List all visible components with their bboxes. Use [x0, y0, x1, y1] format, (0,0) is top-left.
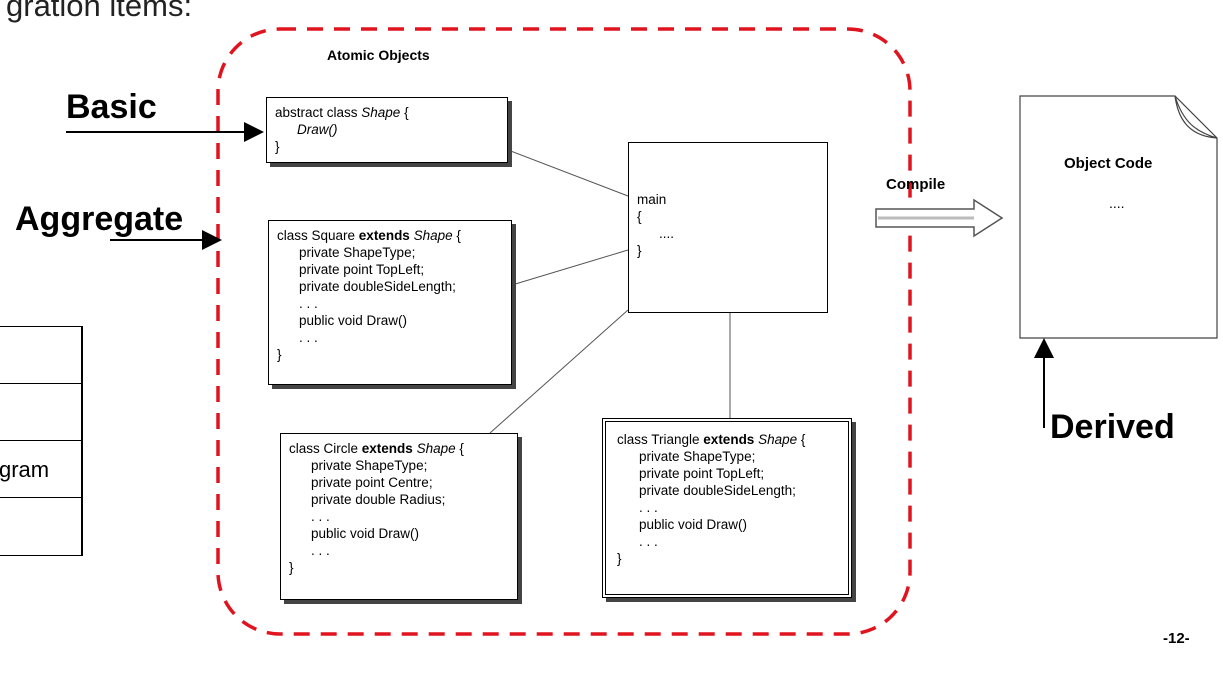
code-line: . . . — [639, 500, 658, 515]
code-line: class Triangle extends Shape { — [617, 432, 806, 447]
slide-title: gration items: — [6, 0, 193, 23]
code-line: } — [275, 139, 280, 154]
table-row — [0, 327, 81, 384]
triangle-class-box: class Triangle extends Shape { private S… — [602, 418, 852, 598]
derived-label: Derived — [1050, 408, 1175, 446]
code-line: . . . — [311, 543, 330, 558]
aggregate-label: Aggregate — [15, 200, 184, 238]
code-line: . . . — [311, 509, 330, 524]
code-line: { — [637, 209, 642, 224]
code-line: private point TopLeft; — [639, 466, 765, 481]
code-line: } — [617, 551, 622, 566]
shape-main-link — [507, 149, 629, 197]
code-line: public void Draw() — [311, 526, 420, 541]
code-line: main — [637, 192, 667, 207]
atomic-group-border — [216, 27, 912, 636]
object-code-content: .... — [1109, 195, 1125, 211]
code-line: private doubleSideLength; — [639, 483, 796, 498]
code-line: class Circle extends Shape { — [289, 441, 464, 456]
code-line: public void Draw() — [639, 517, 748, 532]
code-line: private ShapeType; — [639, 449, 756, 464]
partial-table: gram — [0, 326, 83, 556]
code-line: private ShapeType; — [299, 245, 416, 260]
code-line: . . . — [299, 296, 318, 311]
code-line: abstract class Shape { — [275, 105, 409, 120]
circle-main-link — [489, 309, 629, 434]
code-line: private ShapeType; — [311, 458, 428, 473]
compile-label: Compile — [886, 176, 946, 193]
code-line: } — [289, 560, 294, 575]
basic-label: Basic — [66, 88, 157, 126]
code-line: } — [637, 243, 642, 258]
table-row — [0, 384, 81, 441]
code-line: Draw() — [297, 122, 338, 137]
object-code-title: Object Code — [1064, 155, 1153, 172]
atomic-group-title: Atomic Objects — [327, 47, 430, 63]
object-code-document — [1019, 95, 1218, 339]
code-line: private point TopLeft; — [299, 262, 425, 277]
main-box: main { .... } — [628, 142, 828, 313]
table-row: gram — [0, 441, 81, 498]
code-line: class Square extends Shape { — [277, 228, 461, 243]
code-line: private point Centre; — [311, 475, 433, 490]
code-line: public void Draw() — [299, 313, 408, 328]
code-line: private double Radius; — [311, 492, 446, 507]
code-line: . . . — [299, 330, 318, 345]
square-class-box: class Square extends Shape { private Sha… — [268, 220, 512, 385]
page-number: -12- — [1163, 630, 1190, 647]
code-line: .... — [659, 226, 675, 241]
code-line: private doubleSideLength; — [299, 279, 456, 294]
shape-class-box: abstract class Shape { Draw() } — [266, 97, 508, 163]
code-line: . . . — [639, 534, 658, 549]
square-main-link — [511, 249, 629, 286]
code-line: } — [277, 347, 282, 362]
circle-class-box: class Circle extends Shape { private Sha… — [280, 433, 518, 600]
